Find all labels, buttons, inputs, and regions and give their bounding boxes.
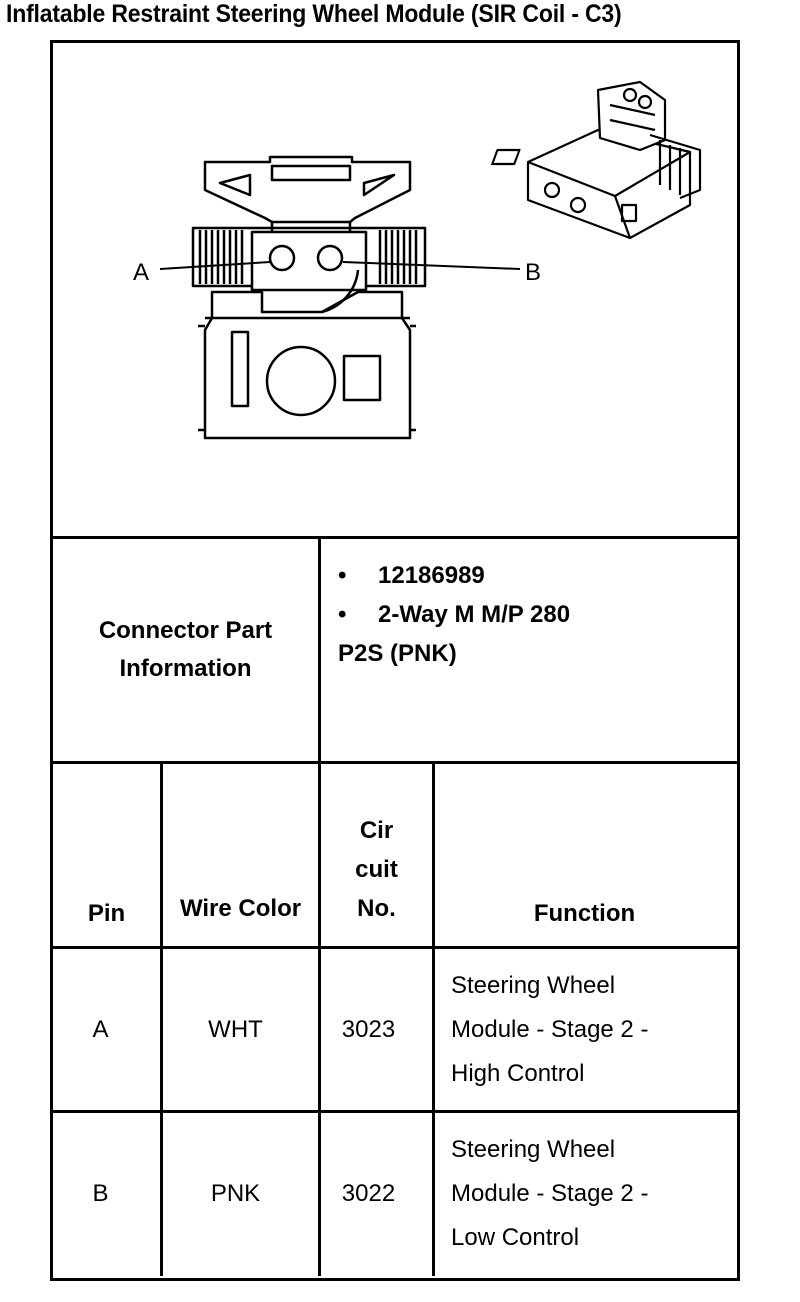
- circuit-cell: 3022: [341, 1180, 396, 1207]
- function-cell: Steering Wheel Module - Stage 2 - High C…: [451, 971, 649, 1087]
- divider: [432, 761, 435, 1276]
- divider: [50, 946, 737, 949]
- header-circuit-no: Cir cuit No.: [355, 817, 398, 922]
- header-pin: Pin: [87, 900, 126, 927]
- connector-info-label: Connector Part Information: [98, 617, 273, 682]
- header-wire-color: Wire Color: [179, 895, 302, 922]
- connector-info-list: •12186989 •2-Way M M/P 280 P2S (PNK): [338, 556, 570, 673]
- pin-label-b: B: [525, 259, 541, 286]
- connector-info-item: •2-Way M M/P 280: [338, 601, 571, 628]
- wire-color-cell: PNK: [210, 1180, 261, 1207]
- pin-cell: B: [92, 1180, 109, 1207]
- divider: [50, 761, 737, 764]
- divider: [318, 536, 321, 1276]
- pin-cell: A: [92, 1015, 109, 1043]
- circuit-cell: 3023: [341, 1015, 396, 1043]
- connector-info-continuation: P2S (PNK): [338, 640, 457, 667]
- divider: [50, 1110, 737, 1113]
- connector-table-frame: [50, 40, 740, 1281]
- function-cell: Steering Wheel Module - Stage 2 - Low Co…: [451, 1136, 649, 1251]
- connector-info-item: •12186989: [338, 562, 485, 589]
- page-title: Inflatable Restraint Steering Wheel Modu…: [6, 0, 622, 28]
- wire-color-cell: WHT: [208, 1015, 263, 1043]
- header-function: Function: [533, 900, 636, 927]
- divider: [50, 536, 737, 539]
- connector-diagram: A B: [133, 80, 702, 440]
- divider: [160, 761, 163, 1276]
- pin-label-a: A: [133, 259, 149, 286]
